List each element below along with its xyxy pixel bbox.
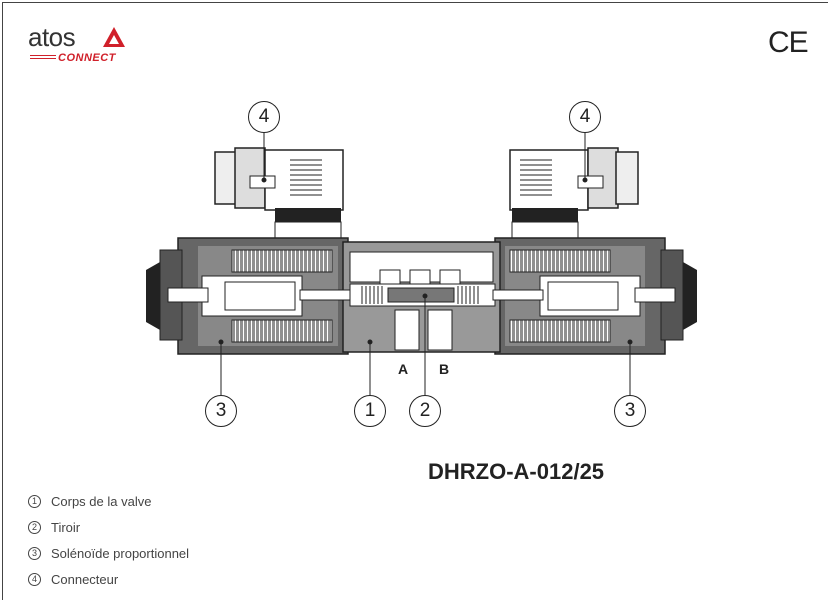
ce-mark: CE bbox=[768, 26, 809, 59]
legend-item: 2 Tiroir bbox=[28, 514, 189, 540]
callout-solenoid-left: 3 bbox=[205, 395, 237, 427]
logo-sub: CONNECT bbox=[58, 52, 116, 64]
legend-label: Connecteur bbox=[51, 571, 119, 587]
right-connector bbox=[509, 147, 639, 241]
valve-body bbox=[299, 241, 544, 353]
port-a-label: A bbox=[398, 361, 409, 377]
legend-number: 4 bbox=[28, 572, 41, 586]
legend-number: 3 bbox=[28, 546, 41, 560]
legend-label: Corps de la valve bbox=[51, 493, 152, 509]
legend-item: 1 Corps de la valve bbox=[28, 488, 189, 514]
right-solenoid bbox=[494, 237, 697, 355]
callout-spool: 2 bbox=[409, 395, 441, 427]
legend-number: 1 bbox=[28, 494, 41, 508]
legend-label: Solénoïde proportionnel bbox=[51, 545, 190, 561]
leader-lines bbox=[218, 131, 633, 395]
callout-solenoid-right: 3 bbox=[614, 395, 646, 427]
model-title: DHRZO-A-012/25 bbox=[428, 459, 605, 484]
legend: 1 Corps de la valve 2 Tiroir 3 Solénoïde… bbox=[28, 488, 189, 592]
logo-word: atos bbox=[28, 22, 76, 52]
callout-valve-body: 1 bbox=[354, 395, 386, 427]
legend-number: 2 bbox=[28, 520, 41, 534]
legend-item: 4 Connecteur bbox=[28, 566, 189, 592]
atos-logo: atos CONNECT bbox=[28, 22, 148, 72]
logo-triangle-icon bbox=[103, 27, 125, 47]
legend-item: 3 Solénoïde proportionnel bbox=[28, 540, 189, 566]
callout-connector-left: 4 bbox=[248, 101, 280, 133]
logo-lines bbox=[30, 55, 56, 61]
legend-label: Tiroir bbox=[51, 519, 81, 535]
callout-connector-right: 4 bbox=[569, 101, 601, 133]
port-b-label: B bbox=[439, 361, 450, 377]
left-connector bbox=[214, 147, 344, 241]
